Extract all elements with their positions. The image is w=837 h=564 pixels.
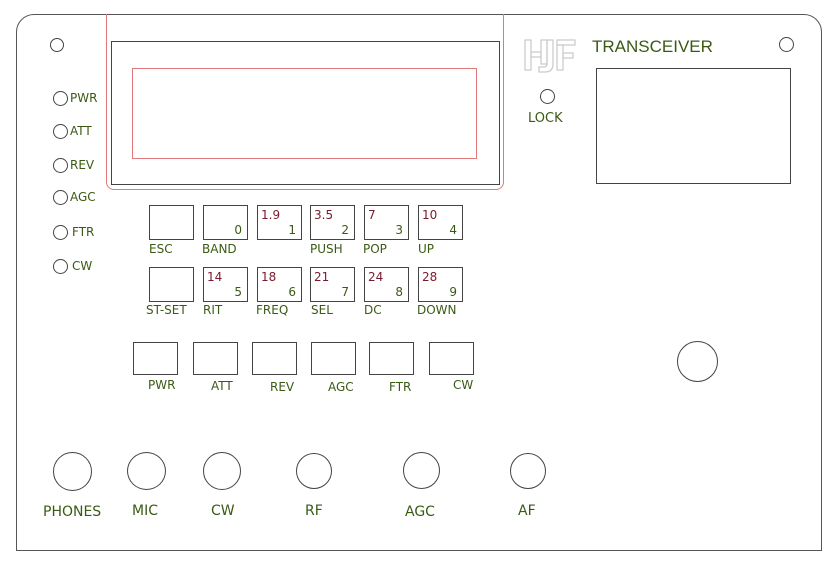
key-band-label: 21 xyxy=(314,270,330,284)
led-label-agc: AGC xyxy=(70,190,96,204)
key-number: 2 xyxy=(341,223,349,237)
lcd-guide-outline xyxy=(106,14,504,190)
key-8[interactable]: 24 8 xyxy=(364,267,409,302)
key-band-label: 24 xyxy=(368,270,384,284)
key-label-sel: SEL xyxy=(311,303,333,317)
panel-title: TRANSCEIVER xyxy=(592,37,713,56)
jack-label-phones: PHONES xyxy=(43,504,102,520)
key-band-label: 18 xyxy=(261,270,277,284)
key-label-freq: FREQ xyxy=(256,303,289,317)
pot-label-af: AF xyxy=(518,503,536,519)
key-number: 7 xyxy=(341,285,349,299)
key-st-set[interactable] xyxy=(149,267,194,302)
key-number: 6 xyxy=(288,285,296,299)
lock-label: LOCK xyxy=(528,111,563,126)
lcd-active-area xyxy=(132,68,477,159)
led-rev xyxy=(53,158,68,173)
led-agc xyxy=(53,190,68,205)
jack-phones[interactable] xyxy=(53,452,92,491)
lock-led xyxy=(540,89,555,104)
key-number: 9 xyxy=(449,285,457,299)
led-label-rev: REV xyxy=(70,158,95,172)
encoder-knob-hole[interactable] xyxy=(677,341,718,382)
key-label-band: BAND xyxy=(202,242,237,256)
key-number: 5 xyxy=(234,285,242,299)
switch-label-rev: REV xyxy=(270,380,295,394)
key-3[interactable]: 7 3 xyxy=(364,205,409,240)
mount-hole-top-right xyxy=(779,37,794,52)
switch-label-att: ATT xyxy=(211,379,233,393)
lcd-window xyxy=(111,41,500,185)
key-band-label: 10 xyxy=(422,208,438,222)
switch-pwr[interactable] xyxy=(133,342,178,375)
key-6[interactable]: 18 6 xyxy=(257,267,302,302)
led-label-ftr: FTR xyxy=(72,225,95,239)
switch-label-ftr: FTR xyxy=(389,380,412,394)
key-band-label: 1.9 xyxy=(261,208,281,222)
key-band-label: 7 xyxy=(368,208,376,222)
switch-att[interactable] xyxy=(193,342,238,375)
key-band-label: 3.5 xyxy=(314,208,334,222)
switch-agc[interactable] xyxy=(311,342,356,375)
key-4[interactable]: 10 4 xyxy=(418,205,463,240)
switch-label-cw: CW xyxy=(453,378,474,392)
front-panel-outline xyxy=(16,14,822,551)
jack-label-cw: CW xyxy=(211,503,235,519)
key-number: 1 xyxy=(288,223,296,237)
key-esc[interactable] xyxy=(149,205,194,240)
led-label-pwr: PWR xyxy=(70,91,98,105)
key-2[interactable]: 3.5 2 xyxy=(310,205,355,240)
pot-label-rf: RF xyxy=(305,503,323,519)
key-band-label: 14 xyxy=(207,270,223,284)
key-label-down: DOWN xyxy=(417,303,457,317)
key-number: 4 xyxy=(449,223,457,237)
pot-af[interactable] xyxy=(510,453,546,489)
key-label-dc: DC xyxy=(364,303,382,317)
led-pwr xyxy=(53,91,68,106)
led-att xyxy=(53,124,68,139)
key-number: 0 xyxy=(234,223,242,237)
key-label-pop: POP xyxy=(363,242,387,256)
led-label-cw: CW xyxy=(72,259,93,273)
mount-hole-top-left xyxy=(50,38,64,52)
key-label-up: UP xyxy=(418,242,435,256)
key-number: 3 xyxy=(395,223,403,237)
key-5[interactable]: 14 5 xyxy=(203,267,248,302)
key-1[interactable]: 1.9 1 xyxy=(257,205,302,240)
key-7[interactable]: 21 7 xyxy=(310,267,355,302)
jack-cw[interactable] xyxy=(203,452,241,490)
switch-label-agc: AGC xyxy=(328,380,354,394)
key-label-esc: ESC xyxy=(149,242,173,256)
secondary-display-window xyxy=(596,68,791,184)
pot-rf[interactable] xyxy=(296,453,332,489)
pot-agc[interactable] xyxy=(403,452,440,489)
key-label-push: PUSH xyxy=(310,242,343,256)
key-band-label: 28 xyxy=(422,270,438,284)
switch-label-pwr: PWR xyxy=(148,378,176,392)
led-cw xyxy=(53,259,68,274)
key-label-st-set: ST-SET xyxy=(146,303,187,317)
pot-label-agc: AGC xyxy=(405,504,435,520)
jack-mic[interactable] xyxy=(127,452,166,490)
switch-rev[interactable] xyxy=(252,342,297,375)
led-label-att: ATT xyxy=(70,124,92,138)
hjf-logo xyxy=(524,39,576,73)
key-0[interactable]: 0 xyxy=(203,205,248,240)
jack-label-mic: MIC xyxy=(132,503,158,519)
key-label-rit: RIT xyxy=(203,303,223,317)
key-9[interactable]: 28 9 xyxy=(418,267,463,302)
led-ftr xyxy=(53,225,68,240)
switch-cw[interactable] xyxy=(429,342,474,375)
key-number: 8 xyxy=(395,285,403,299)
switch-ftr[interactable] xyxy=(369,342,414,375)
